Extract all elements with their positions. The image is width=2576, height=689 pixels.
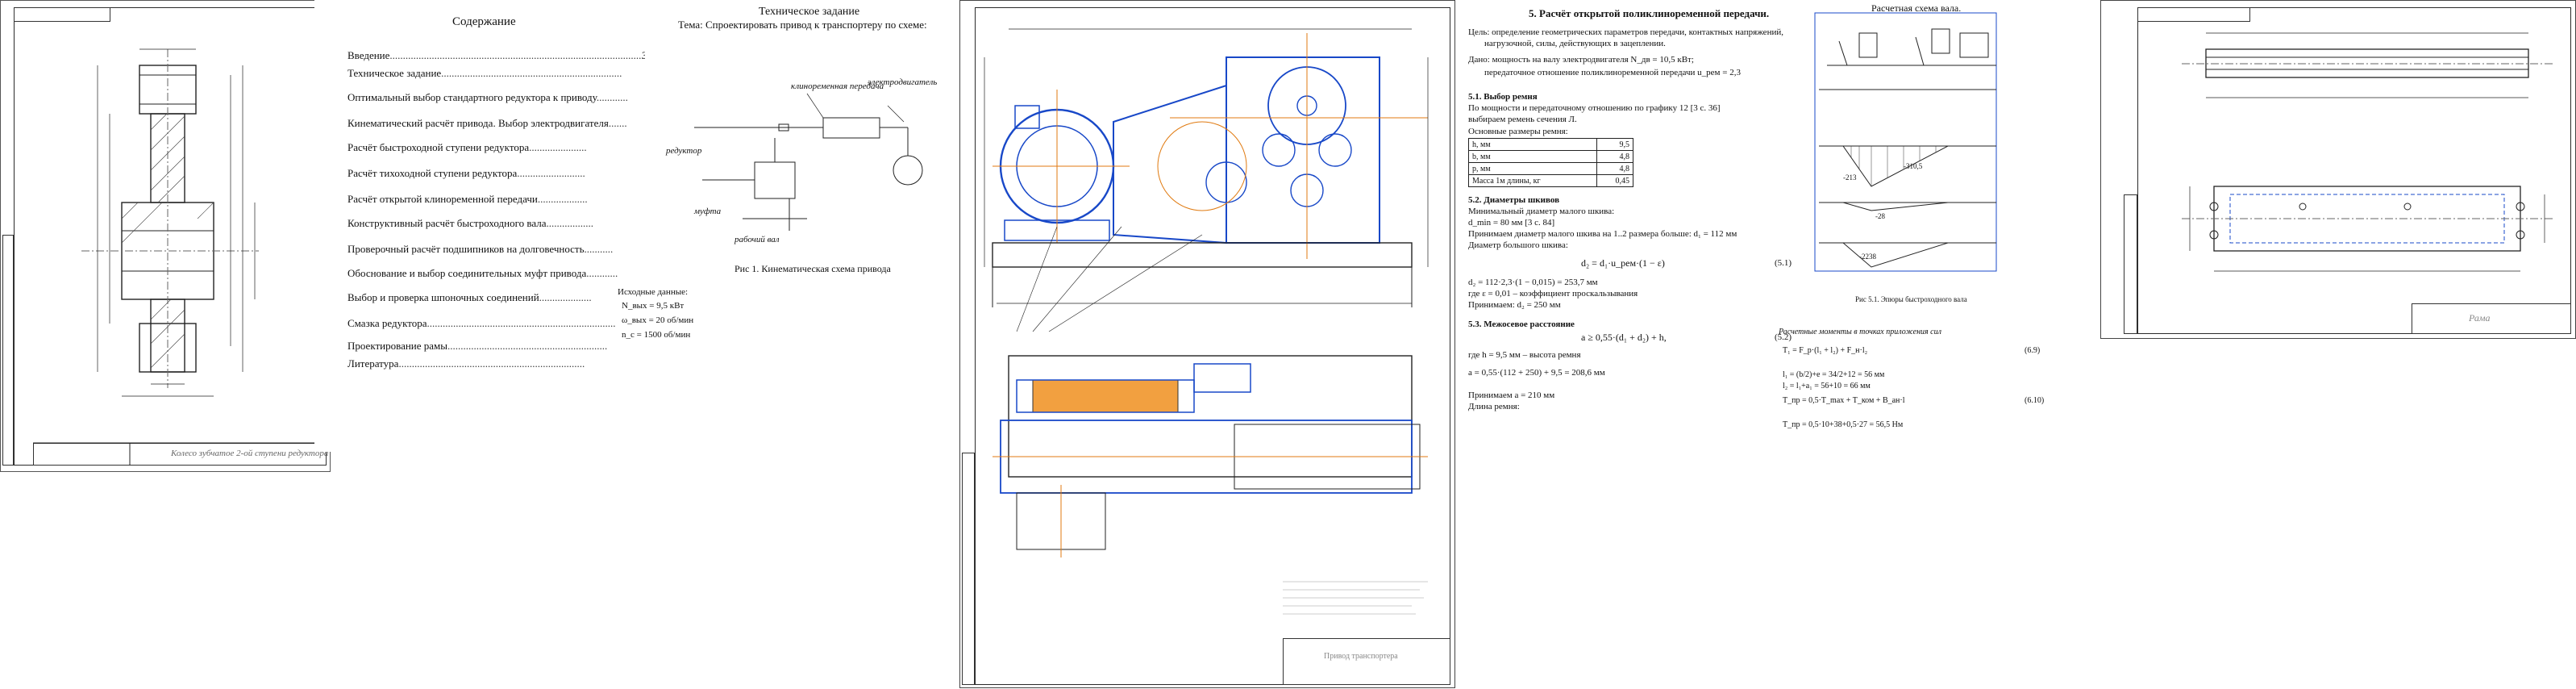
- left-side-strip: [962, 453, 975, 685]
- gear-wheel-drawing: [33, 48, 327, 466]
- calc-text: Основные размеры ремня:: [1468, 127, 1568, 136]
- toc-item: Введение................................…: [347, 49, 650, 61]
- scheme-label-motor: электродвигатель: [868, 77, 938, 87]
- section-heading: 5.2. Диаметры шкивов: [1468, 195, 1560, 205]
- calc-text: выбираем ремень сечения Л.: [1468, 115, 1577, 124]
- calc-text: Принимаем a = 210 мм: [1468, 390, 1555, 400]
- diagram-label: -2238: [1859, 253, 1876, 261]
- scheme-label-reducer: редуктор: [666, 146, 702, 156]
- toc-item: Проверочный расчёт подшипников на долгов…: [347, 243, 614, 255]
- shaft-diagram: [1814, 12, 1997, 272]
- diagram-label: -213: [1843, 173, 1857, 182]
- drive-assembly-drawing: [984, 28, 1429, 615]
- corner-stamp: [2137, 7, 2250, 22]
- formula: l₁ = (b/2)+e = 34/2+12 = 56 мм: [1783, 370, 1885, 379]
- input-line: N_вых = 9,5 кВт: [622, 301, 685, 311]
- left-side-strip: [2124, 194, 2137, 334]
- shaft-subheading: Расчетные моменты в точках приложения си…: [1779, 328, 1941, 336]
- sheet-gear-wheel: Колесо зубчатое 2-ой ступени редуктора: [0, 0, 331, 472]
- section-heading: 5.3. Межосевое расстояние: [1468, 319, 1575, 329]
- drawing-frame: [975, 7, 1450, 685]
- formula: T₁ = F_p·(l₁ + l₂) + F_н·l₂: [1783, 346, 1868, 355]
- calc-text: Минимальный диаметр малого шкива:: [1468, 207, 1615, 216]
- calc-text: Принимаем: d₂ = 250 мм: [1468, 300, 1561, 310]
- scheme-label-coupling: муфта: [694, 207, 722, 216]
- title-block-label: Рама: [2469, 312, 2491, 324]
- formula-number: (5.1): [1775, 258, 1792, 268]
- formula-number: (6.10): [2025, 396, 2045, 405]
- title-block: Рама: [2412, 303, 2571, 334]
- calc-text: a = 0,55·(112 + 250) + 9,5 = 208,6 мм: [1468, 368, 1605, 378]
- calc-text: По мощности и передаточному отношению по…: [1468, 103, 1721, 113]
- toc-item: Проектирование рамы.....................…: [347, 340, 608, 352]
- diagram-label: -310,5: [1904, 162, 1923, 170]
- formula: T_пр = 0,5·T_max + T_ком + B_ан·l: [1783, 396, 1905, 405]
- toc-item: Литература..............................…: [347, 357, 585, 370]
- section-heading: 5.1. Выбор ремня: [1468, 92, 1538, 102]
- title-block-label: Привод транспортера: [1324, 652, 1398, 661]
- formula: a ≥ 0,55·(d₁ + d₂) + h,: [1581, 332, 1667, 343]
- task-subtitle: Тема: Спроектировать привод к транспорте…: [678, 19, 927, 31]
- calc-given: передаточное отношение поликлиноременной…: [1484, 68, 1741, 77]
- sheet-shaft-scheme: Расчетная схема вала. -213 -310,5 -28 -2…: [1779, 0, 2052, 452]
- formula: l₂ = l₁+a₁ = 56+10 = 66 мм: [1783, 382, 1871, 390]
- calc-text: d₂ = 112·2,3·(1 − 0,015) = 253,7 мм: [1468, 278, 1598, 287]
- calc-heading: 5. Расчёт открытой поликлиноременной пер…: [1529, 7, 1770, 19]
- formula: d₂ = d₁·u_рем·(1 − ε): [1581, 257, 1665, 269]
- figure-caption: Рис 1. Кинематическая схема привода: [735, 263, 891, 274]
- title-block-label: Колесо зубчатое 2-ой ступени редуктора: [171, 449, 329, 458]
- input-line: ω_вых = 20 об/мин: [622, 315, 694, 325]
- drawing-frame: [2137, 7, 2571, 334]
- calc-text: где h = 9,5 мм – высота ремня: [1468, 350, 1581, 360]
- toc-item: Выбор и проверка шпоночных соединений...…: [347, 291, 592, 303]
- shaft-title: Расчетная схема вала.: [1871, 2, 1962, 14]
- toc-item: Смазка редуктора........................…: [347, 317, 616, 329]
- toc-item: Обоснование и выбор соединительных муфт …: [347, 267, 618, 279]
- formula-number: (5.2): [1775, 332, 1792, 342]
- toc-item: Расчёт быстроходной ступени редуктора...…: [347, 141, 587, 153]
- contents-title: Содержание: [452, 15, 516, 28]
- sheet-contents: Содержание Введение.....................…: [314, 0, 653, 452]
- left-side-strip: [2, 235, 14, 466]
- toc-item: Кинематический расчёт привода. Выбор эле…: [347, 117, 627, 129]
- toc-item: Расчёт тихоходной ступени редуктора.....…: [347, 167, 585, 179]
- sheet-assembly: Привод транспортера: [959, 0, 1455, 688]
- sheet-belt-calculation: 5. Расчёт открытой поликлиноременной пер…: [1463, 0, 1810, 452]
- calc-text: где ε = 0,01 – коэффициент проскальзыван…: [1468, 289, 1638, 299]
- kinematic-scheme: [694, 93, 923, 231]
- calc-text: Диаметр большого шкива:: [1468, 240, 1568, 250]
- toc-item: Техническое задание.....................…: [347, 67, 622, 79]
- frame-drawing: [2182, 32, 2553, 272]
- calc-text: Длина ремня:: [1468, 402, 1520, 411]
- toc-item: Расчёт открытой клиноременной передачи..…: [347, 193, 588, 205]
- calc-intro: нагрузочной, силы, действующих в зацепле…: [1484, 39, 1666, 48]
- scheme-label-belt: клиноременная передача: [791, 81, 884, 91]
- diagram-label: -28: [1875, 212, 1885, 220]
- scheme-label-drive: рабочий вал: [735, 235, 780, 244]
- task-title: Техническое задание: [759, 6, 860, 18]
- corner-stamp: [14, 7, 110, 22]
- shaft-caption: Рис 5.1. Эпюры быстроходного вала: [1855, 295, 1967, 303]
- formula-number: (6.9): [2025, 346, 2041, 355]
- input-title: Исходные данные:: [618, 287, 689, 297]
- formula: T_пр = 0,5·10+38+0,5·27 = 56,5 Нм: [1783, 420, 1904, 429]
- title-block: Привод транспортера: [1283, 638, 1450, 685]
- sheet-technical-task: Техническое задание Тема: Спроектировать…: [618, 0, 943, 452]
- calc-intro: Цель: определение геометрических парамет…: [1468, 27, 1783, 37]
- calc-given: Дано: мощность на валу электродвигателя …: [1468, 55, 1694, 65]
- toc-item: Оптимальный выбор стандартного редуктора…: [347, 91, 628, 103]
- toc-item: Конструктивный расчёт быстроходного вала…: [347, 217, 593, 229]
- calc-text: Принимаем диаметр малого шкива на 1..2 р…: [1468, 229, 1737, 239]
- input-line: n_с = 1500 об/мин: [622, 330, 691, 340]
- calc-text: d_min = 80 мм [3 с. 84]: [1468, 218, 1555, 228]
- sheet-frame: Рама: [2100, 0, 2576, 339]
